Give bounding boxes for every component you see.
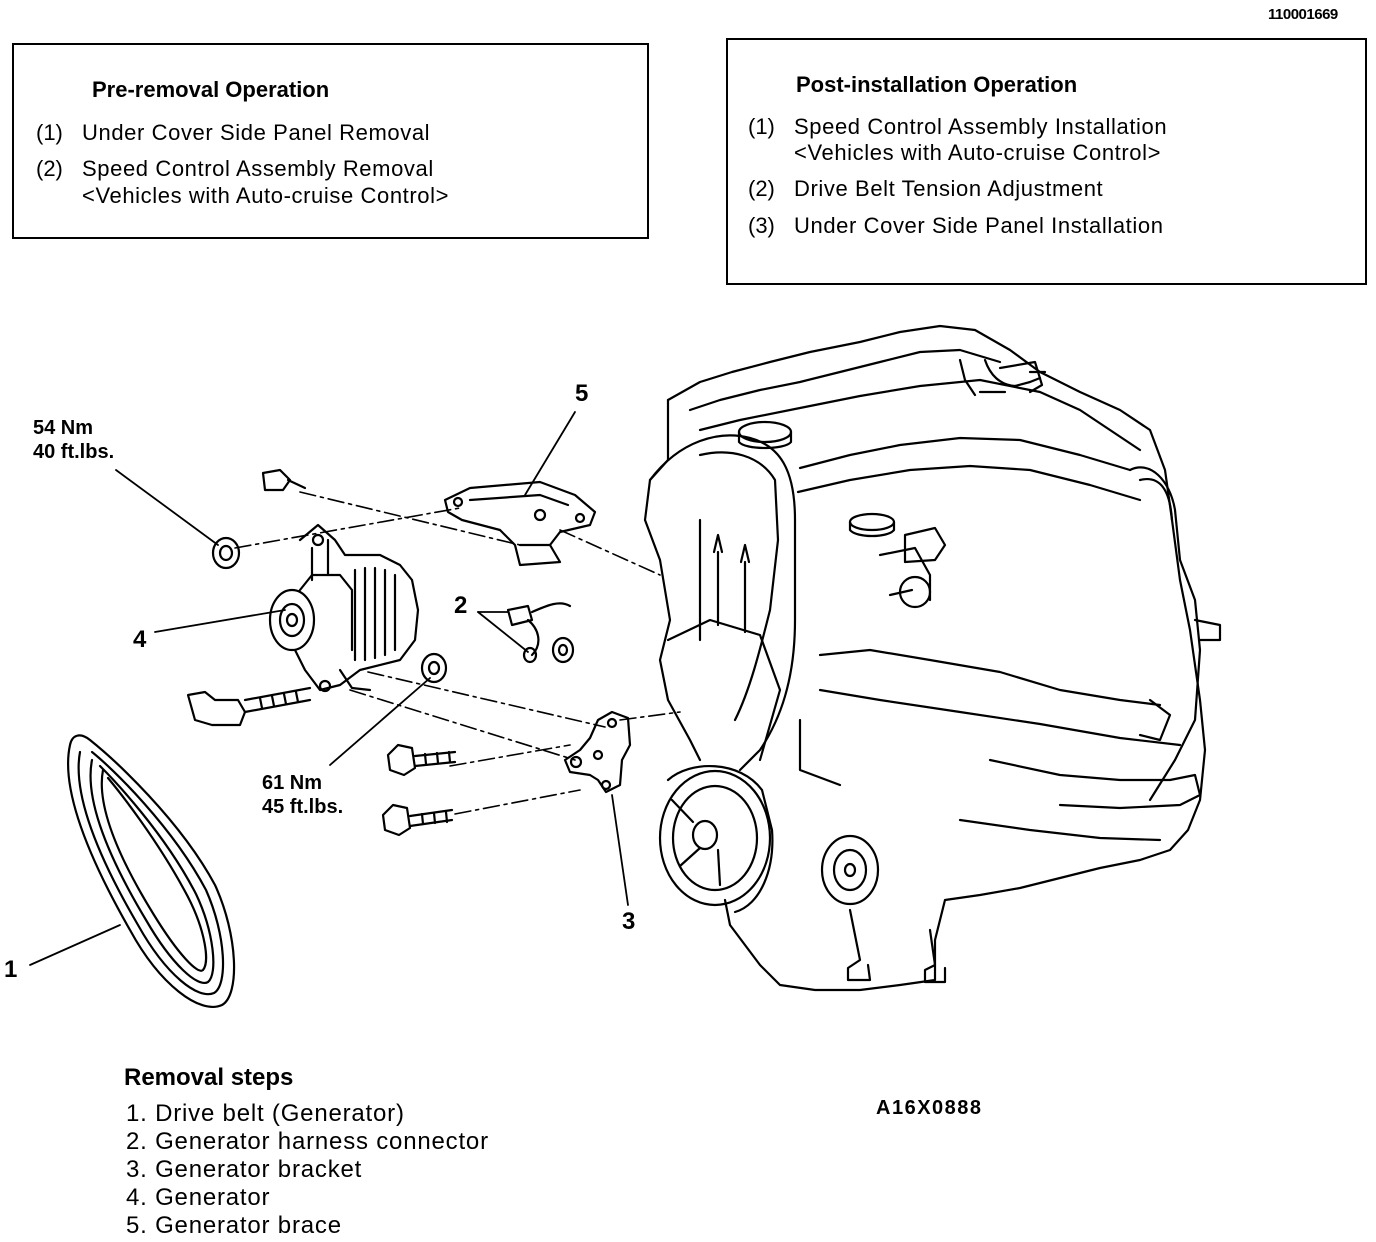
- removal-step: 1. Drive belt (Generator): [126, 1100, 405, 1127]
- post-installation-item-num: (1): [748, 114, 775, 139]
- engine-block: [643, 324, 1222, 992]
- torque-spec-upper: 54 Nm 40 ft.lbs.: [33, 416, 114, 464]
- post-installation-box: Post-installation Operation (1) Speed Co…: [726, 38, 1367, 285]
- pre-removal-item-text: <Vehicles with Auto-cruise Control>: [82, 183, 450, 208]
- torque-nm: 61 Nm: [262, 772, 323, 794]
- pre-removal-item-num: (1): [36, 120, 63, 145]
- removal-step: 5. Generator brace: [126, 1212, 342, 1239]
- pre-removal-item-text: Speed Control Assembly Removal: [82, 156, 434, 181]
- callout-3: 3: [622, 908, 636, 935]
- drive-belt: [66, 734, 236, 1008]
- callout-5: 5: [575, 380, 589, 407]
- torque-nm: 54 Nm: [33, 417, 94, 439]
- callout-4: 4: [133, 626, 147, 653]
- post-installation-item-text: Speed Control Assembly Installation: [794, 114, 1168, 139]
- callout-1: 1: [4, 956, 18, 983]
- figure-code: A16X0888: [876, 1097, 983, 1119]
- generator-bracket: [563, 710, 632, 794]
- removal-steps-title: Removal steps: [124, 1064, 294, 1091]
- removal-step: 3. Generator bracket: [126, 1156, 363, 1183]
- post-installation-title: Post-installation Operation: [796, 72, 1078, 97]
- idler-pulley: [820, 834, 880, 906]
- pre-removal-box: Pre-removal Operation (1) Under Cover Si…: [12, 43, 649, 239]
- post-installation-item-text: <Vehicles with Auto-cruise Control>: [794, 140, 1162, 165]
- post-installation-item-text: Under Cover Side Panel Installation: [794, 213, 1164, 238]
- post-installation-item-num: (3): [748, 213, 775, 238]
- removal-step: 2. Generator harness connector: [126, 1128, 489, 1155]
- pre-removal-title: Pre-removal Operation: [92, 77, 330, 102]
- document-id: 110001669: [1268, 6, 1338, 23]
- post-installation-item-num: (2): [748, 176, 775, 201]
- generator: [268, 523, 420, 693]
- torque-ftlbs: 40 ft.lbs.: [33, 441, 115, 463]
- post-installation-item-text: Drive Belt Tension Adjustment: [794, 176, 1104, 201]
- leader-lines: [29, 411, 629, 966]
- pre-removal-item-text: Under Cover Side Panel Removal: [82, 120, 431, 145]
- assembly-lines: [234, 491, 681, 815]
- torque-ftlbs: 45 ft.lbs.: [262, 796, 344, 818]
- torque-spec-lower: 61 Nm 45 ft.lbs.: [262, 771, 343, 819]
- removal-step: 4. Generator: [126, 1184, 271, 1211]
- callout-2: 2: [454, 592, 468, 619]
- fasteners: [186, 468, 575, 837]
- pre-removal-item-num: (2): [36, 156, 63, 181]
- generator-brace: [443, 480, 597, 567]
- crankshaft-pulley: [658, 764, 774, 914]
